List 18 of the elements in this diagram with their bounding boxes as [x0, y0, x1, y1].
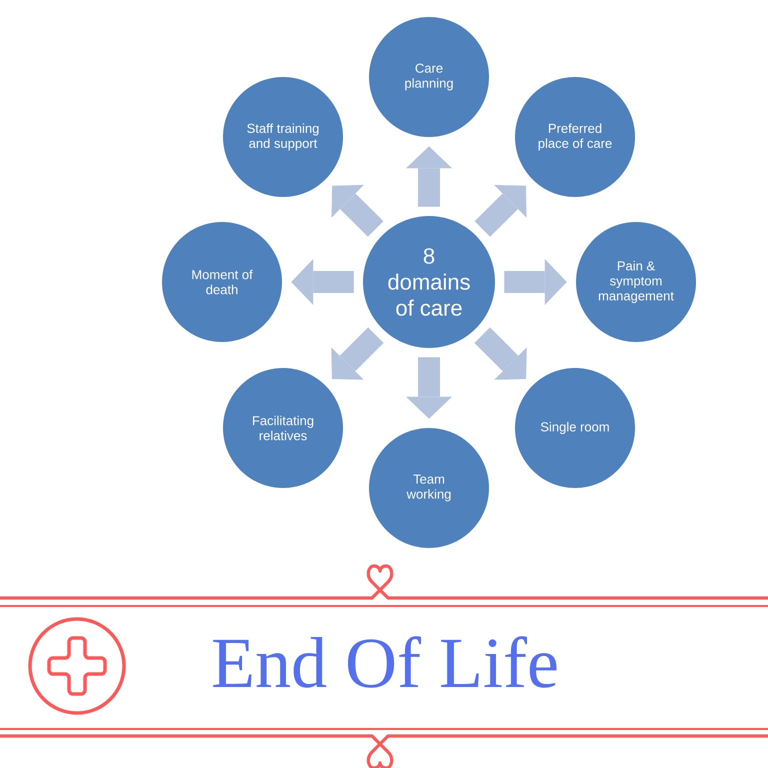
circle-node: Pain & symptom management	[576, 222, 696, 342]
circle-node: Staff training and support	[223, 77, 343, 197]
block-arrow	[406, 357, 452, 419]
circle-node: Moment of death	[162, 222, 282, 342]
block-arrow	[332, 184, 384, 237]
block-arrow	[291, 259, 354, 305]
circle-node: Care planning	[369, 17, 489, 137]
banner-title: End Of Life	[213, 636, 556, 688]
block-arrow	[474, 327, 527, 380]
circle-node: Facilitating relatives	[223, 368, 343, 488]
circle-node: Single room	[515, 368, 635, 488]
block-arrow	[504, 259, 567, 305]
circle-node: Team working	[369, 428, 489, 548]
circle-node: Preferred place of care	[515, 77, 635, 197]
block-arrow	[406, 146, 452, 207]
circle-node: 8 domains of care	[363, 216, 495, 348]
block-arrow	[331, 327, 384, 380]
block-arrow	[474, 184, 526, 237]
